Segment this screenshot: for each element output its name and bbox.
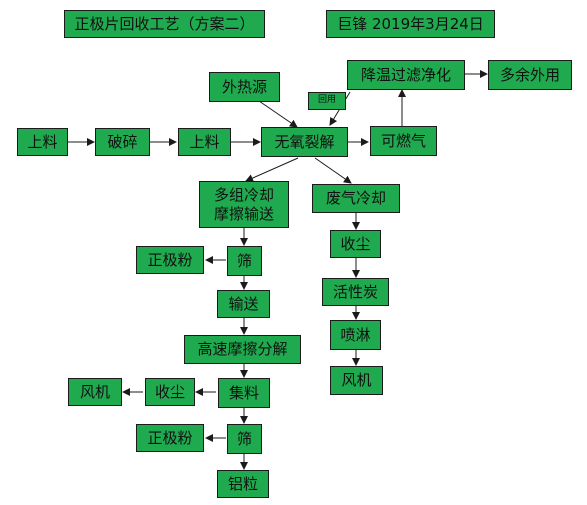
node-spray: 喷淋 xyxy=(330,320,381,350)
node-reuse: 回用 xyxy=(308,92,346,110)
node-cathode-powder1: 正极粉 xyxy=(136,246,204,274)
node-collect: 集料 xyxy=(218,378,270,408)
author-date-box: 巨锋 2019年3月24日 xyxy=(326,10,495,38)
arrow-pyrolysis-multicool xyxy=(245,157,299,182)
node-cool-purify: 降温过滤净化 xyxy=(347,60,465,90)
node-aluminum: 铝粒 xyxy=(217,470,269,498)
arrow-heat-pyrolysis xyxy=(258,100,298,128)
node-cathode-powder2: 正极粉 xyxy=(136,424,204,452)
arrow-pyrolysis-exhaust xyxy=(314,157,352,184)
node-hs-separation: 高速摩擦分解 xyxy=(184,335,301,364)
title-box: 正极片回收工艺（方案二） xyxy=(64,10,265,38)
node-screen1: 筛 xyxy=(227,246,262,276)
node-pyrolysis: 无氧裂解 xyxy=(261,127,348,157)
node-external-heat: 外热源 xyxy=(209,72,280,102)
node-combustible-gas: 可燃气 xyxy=(370,126,437,156)
node-activated-carbon: 活性炭 xyxy=(322,278,389,306)
node-convey: 输送 xyxy=(217,290,270,318)
node-feed1: 上料 xyxy=(17,128,68,156)
node-crush: 破碎 xyxy=(95,128,150,156)
node-exhaust-cool: 废气冷却 xyxy=(312,184,400,213)
node-dust-collect1: 收尘 xyxy=(330,230,381,258)
node-fan1: 风机 xyxy=(330,366,383,395)
node-feed2: 上料 xyxy=(178,128,231,156)
node-screen2: 筛 xyxy=(227,424,262,454)
node-surplus-export: 多余外用 xyxy=(488,60,572,90)
node-fan2: 风机 xyxy=(68,378,122,406)
node-dust-collect2: 收尘 xyxy=(145,378,195,406)
node-multi-cool: 多组冷却 摩擦输送 xyxy=(199,181,289,228)
